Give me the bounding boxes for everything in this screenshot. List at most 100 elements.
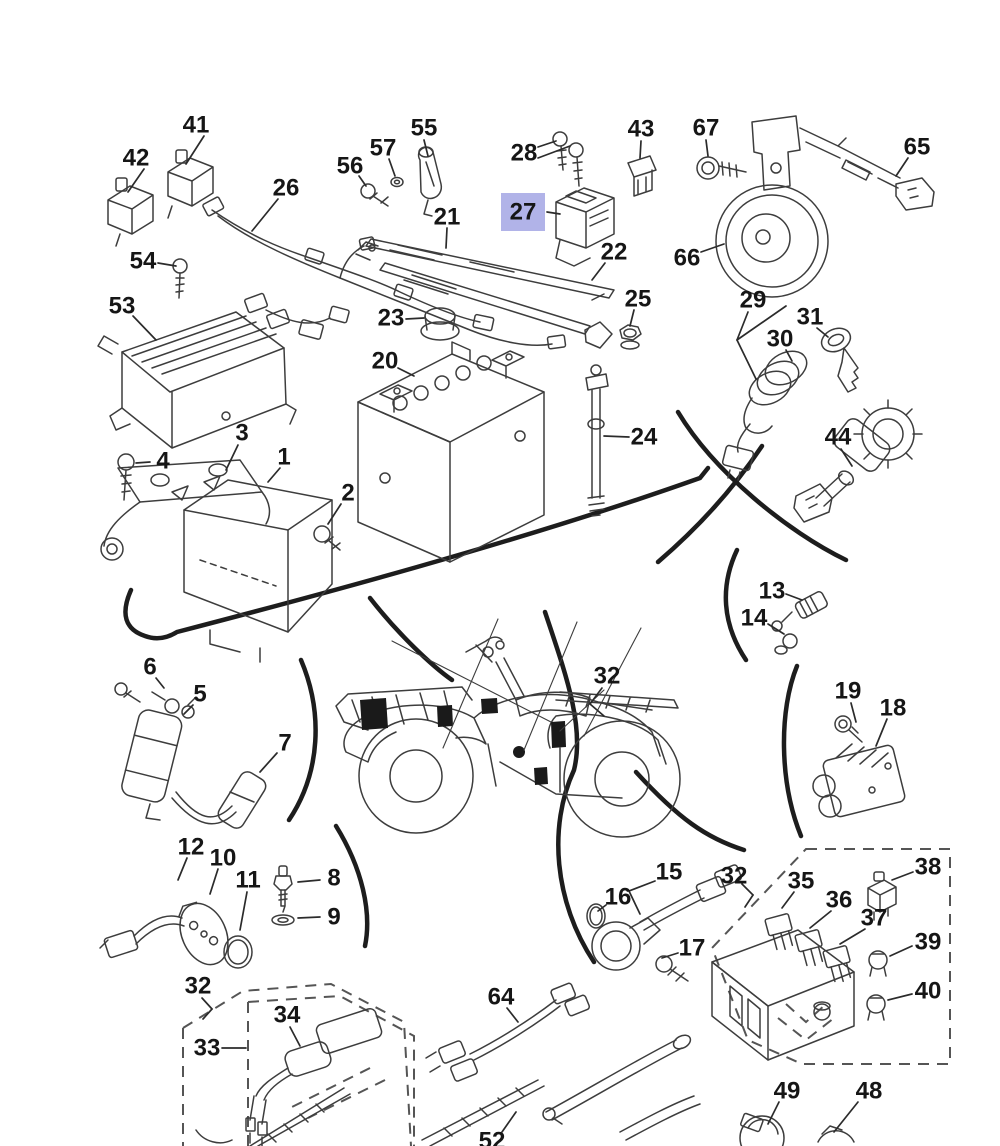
leader-line-12: [177, 857, 188, 881]
bracket-curve: [781, 663, 804, 839]
leader-line-34: [289, 1026, 301, 1047]
part-label-42[interactable]: 42: [123, 145, 150, 172]
part-label-44[interactable]: 44: [825, 424, 852, 451]
part-label-7[interactable]: 7: [278, 730, 291, 757]
leader-line-32: [744, 894, 754, 908]
harness-dashed-region-outer: [182, 982, 412, 1146]
part-label-65[interactable]: 65: [904, 134, 931, 161]
part-label-66[interactable]: 66: [674, 245, 701, 272]
part-label-54[interactable]: 54: [130, 248, 157, 275]
part-bracket-bar-22: [379, 262, 613, 349]
leader-line-44: [840, 448, 853, 467]
leader-line-28: [537, 145, 571, 159]
leader-line-22: [591, 262, 606, 281]
part-oring-11: [223, 935, 253, 969]
part-label-40[interactable]: 40: [915, 978, 942, 1005]
part-label-17[interactable]: 17: [679, 935, 706, 962]
part-label-32[interactable]: 32: [594, 663, 621, 690]
part-label-49[interactable]: 49: [774, 1078, 801, 1105]
leader-line-13: [785, 593, 803, 601]
leader-line-17: [661, 952, 679, 959]
part-label-8[interactable]: 8: [327, 865, 340, 892]
part-label-36[interactable]: 36: [826, 887, 853, 914]
leader-line-4: [135, 461, 151, 464]
part-label-18[interactable]: 18: [880, 695, 907, 722]
part-label-23[interactable]: 23: [378, 305, 405, 332]
part-wire-lead-65: [805, 141, 935, 211]
part-label-34[interactable]: 34: [274, 1002, 301, 1029]
dashed-harness-lead: [289, 1067, 371, 1109]
leader-line-28: [537, 140, 557, 148]
part-label-32[interactable]: 32: [185, 973, 212, 1000]
part-label-39[interactable]: 39: [915, 929, 942, 956]
part-label-13[interactable]: 13: [759, 578, 786, 605]
part-ignition-switch-44: [793, 399, 923, 523]
part-label-3[interactable]: 3: [235, 420, 248, 447]
leader-line-67: [705, 139, 709, 157]
part-label-38[interactable]: 38: [915, 854, 942, 881]
part-label-26[interactable]: 26: [273, 175, 300, 202]
part-label-4[interactable]: 4: [156, 448, 170, 475]
leader-line-16: [597, 904, 607, 912]
part-label-67[interactable]: 67: [693, 115, 720, 142]
part-label-22[interactable]: 22: [601, 239, 628, 266]
part-label-41[interactable]: 41: [183, 112, 210, 139]
part-label-25[interactable]: 25: [625, 286, 652, 313]
part-label-24[interactable]: 24: [631, 424, 658, 451]
leader-line-32: [589, 703, 605, 717]
leader-line-32: [741, 883, 754, 896]
dashed-harness-lead: [307, 1079, 386, 1119]
part-label-9[interactable]: 9: [327, 904, 340, 931]
part-bolt-6: [114, 682, 141, 703]
part-label-56[interactable]: 56: [337, 153, 364, 180]
part-washer-57: [390, 176, 404, 188]
leader-line-65: [895, 157, 909, 177]
part-label-10[interactable]: 10: [210, 845, 237, 872]
part-label-19[interactable]: 19: [835, 678, 862, 705]
part-label-29[interactable]: 29: [740, 287, 767, 314]
leader-line-25: [629, 309, 635, 327]
part-key-31: [820, 327, 859, 393]
part-label-64[interactable]: 64: [488, 984, 515, 1011]
part-label-16[interactable]: 16: [605, 884, 632, 911]
part-label-31[interactable]: 31: [797, 304, 824, 331]
part-bolts-28: [552, 131, 584, 187]
part-label-14[interactable]: 14: [741, 605, 768, 632]
part-oring-16: [586, 903, 606, 929]
part-label-11[interactable]: 11: [235, 867, 260, 894]
part-label-37[interactable]: 37: [861, 905, 888, 932]
part-label-55[interactable]: 55: [411, 115, 438, 142]
part-label-32[interactable]: 32: [721, 863, 748, 890]
part-label-15[interactable]: 15: [656, 859, 683, 886]
bracket-curve: [367, 595, 455, 683]
part-label-53[interactable]: 53: [109, 293, 136, 320]
leader-line-35: [781, 891, 795, 909]
part-label-30[interactable]: 30: [767, 326, 794, 353]
part-label-20[interactable]: 20: [372, 348, 399, 375]
part-bulb-14: [774, 633, 798, 655]
part-label-6[interactable]: 6: [143, 654, 156, 681]
leader-line-18: [875, 718, 888, 747]
leader-line-48: [833, 1101, 859, 1133]
leader-line-55: [423, 139, 429, 157]
part-label-48[interactable]: 48: [856, 1078, 883, 1105]
part-label-33[interactable]: 33: [194, 1035, 221, 1062]
part-label-52[interactable]: 52: [479, 1128, 506, 1146]
part-label-1[interactable]: 1: [277, 444, 290, 471]
part-rod-24: [585, 364, 609, 517]
part-label-57[interactable]: 57: [370, 135, 397, 162]
part-thermo-sensor-8: [273, 865, 293, 913]
part-label-12[interactable]: 12: [178, 834, 205, 861]
part-label-5[interactable]: 5: [193, 681, 206, 708]
part-label-2[interactable]: 2: [341, 480, 354, 507]
part-label-35[interactable]: 35: [788, 868, 815, 895]
part-label-27[interactable]: 27: [510, 199, 537, 226]
leader-line-31: [816, 327, 829, 338]
part-label-43[interactable]: 43: [628, 116, 655, 143]
part-label-21[interactable]: 21: [434, 204, 461, 231]
part-sensor-lead-12: [99, 915, 185, 959]
part-starter-switch-15: [591, 864, 742, 971]
leader-line-66: [700, 243, 725, 253]
part-label-28[interactable]: 28: [511, 140, 538, 167]
